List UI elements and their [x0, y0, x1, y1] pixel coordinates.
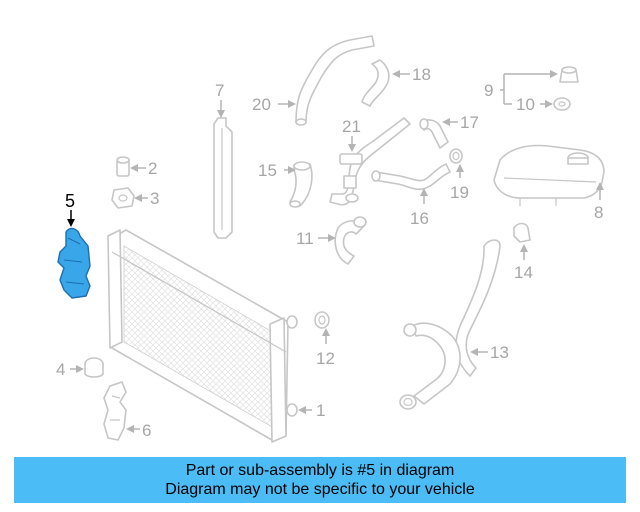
callout-10-label: 10 — [516, 95, 535, 114]
callout-18-label: 18 — [412, 65, 431, 84]
callout-4: 4 — [56, 360, 84, 379]
part-2-bushing[interactable] — [116, 156, 130, 177]
part-5-air-guide[interactable] — [57, 227, 91, 299]
part-7-seal-strip[interactable] — [213, 117, 233, 239]
part-19-clamp[interactable] — [449, 148, 463, 164]
callout-5-label: 5 — [65, 191, 75, 211]
part-1-radiator[interactable] — [107, 229, 298, 443]
callout-20-label: 20 — [252, 95, 271, 114]
callout-7: 7 — [215, 81, 225, 118]
callout-2-label: 2 — [148, 159, 157, 178]
callout-2: 2 — [130, 159, 157, 178]
callout-1: 1 — [298, 401, 325, 420]
part-12-clamp[interactable] — [314, 311, 330, 329]
callout-9-10: 9 10 — [484, 70, 558, 114]
banner-line-2: Diagram may not be specific to your vehi… — [165, 481, 475, 498]
callout-3-label: 3 — [150, 189, 159, 208]
callout-18: 18 — [392, 65, 431, 84]
callout-17-label: 17 — [460, 113, 479, 132]
callout-4-label: 4 — [56, 360, 65, 379]
callout-7-label: 7 — [215, 81, 224, 100]
part-14-clamp[interactable] — [513, 222, 531, 243]
part-11-hose[interactable] — [334, 216, 367, 265]
callout-12: 12 — [316, 328, 335, 368]
callout-13-label: 13 — [490, 343, 509, 362]
callout-14-label: 14 — [514, 263, 533, 282]
banner-line-1: Part or sub-assembly is #5 in diagram — [185, 462, 455, 479]
part-20-upper-hose[interactable] — [295, 35, 375, 126]
part-6-air-guide[interactable] — [103, 381, 127, 441]
callout-9-label: 9 — [484, 81, 493, 100]
part-9-cap[interactable] — [559, 66, 579, 83]
part-3-mount[interactable] — [111, 187, 135, 209]
callout-19-label: 19 — [450, 183, 469, 202]
callout-15-label: 15 — [258, 161, 277, 180]
part-21-pipe-assembly[interactable] — [329, 117, 411, 206]
part-15-elbow-hose[interactable] — [289, 161, 313, 208]
callout-21-label: 21 — [342, 117, 361, 136]
part-10-seal[interactable] — [553, 97, 571, 111]
part-17-hose[interactable] — [419, 118, 449, 149]
callout-8: 8 — [594, 182, 604, 222]
info-banner: Part or sub-assembly is #5 in diagram Di… — [14, 457, 626, 503]
callout-6-label: 6 — [142, 421, 151, 440]
part-4-mount[interactable] — [84, 357, 104, 378]
callout-11-label: 11 — [296, 229, 314, 248]
callout-3: 3 — [134, 189, 159, 208]
part-18-hose[interactable] — [361, 59, 390, 107]
callout-1-label: 1 — [316, 401, 325, 420]
callout-15: 15 — [258, 161, 296, 180]
callout-8-label: 8 — [594, 203, 603, 222]
callout-12-label: 12 — [316, 349, 335, 368]
callout-13: 13 — [470, 343, 509, 362]
callout-17: 17 — [442, 113, 479, 132]
part-13-lower-hose[interactable] — [399, 239, 501, 410]
callout-5: 5 — [65, 191, 75, 227]
callout-16: 16 — [410, 188, 429, 228]
callout-21: 21 — [342, 117, 361, 152]
callout-6: 6 — [126, 421, 151, 440]
callout-20: 20 — [252, 95, 296, 114]
callout-11: 11 — [296, 229, 336, 248]
callout-16-label: 16 — [410, 209, 429, 228]
part-16-hose[interactable] — [371, 163, 451, 191]
callout-14: 14 — [514, 244, 533, 282]
part-8-expansion-tank[interactable] — [493, 144, 605, 206]
callout-19: 19 — [450, 164, 469, 202]
